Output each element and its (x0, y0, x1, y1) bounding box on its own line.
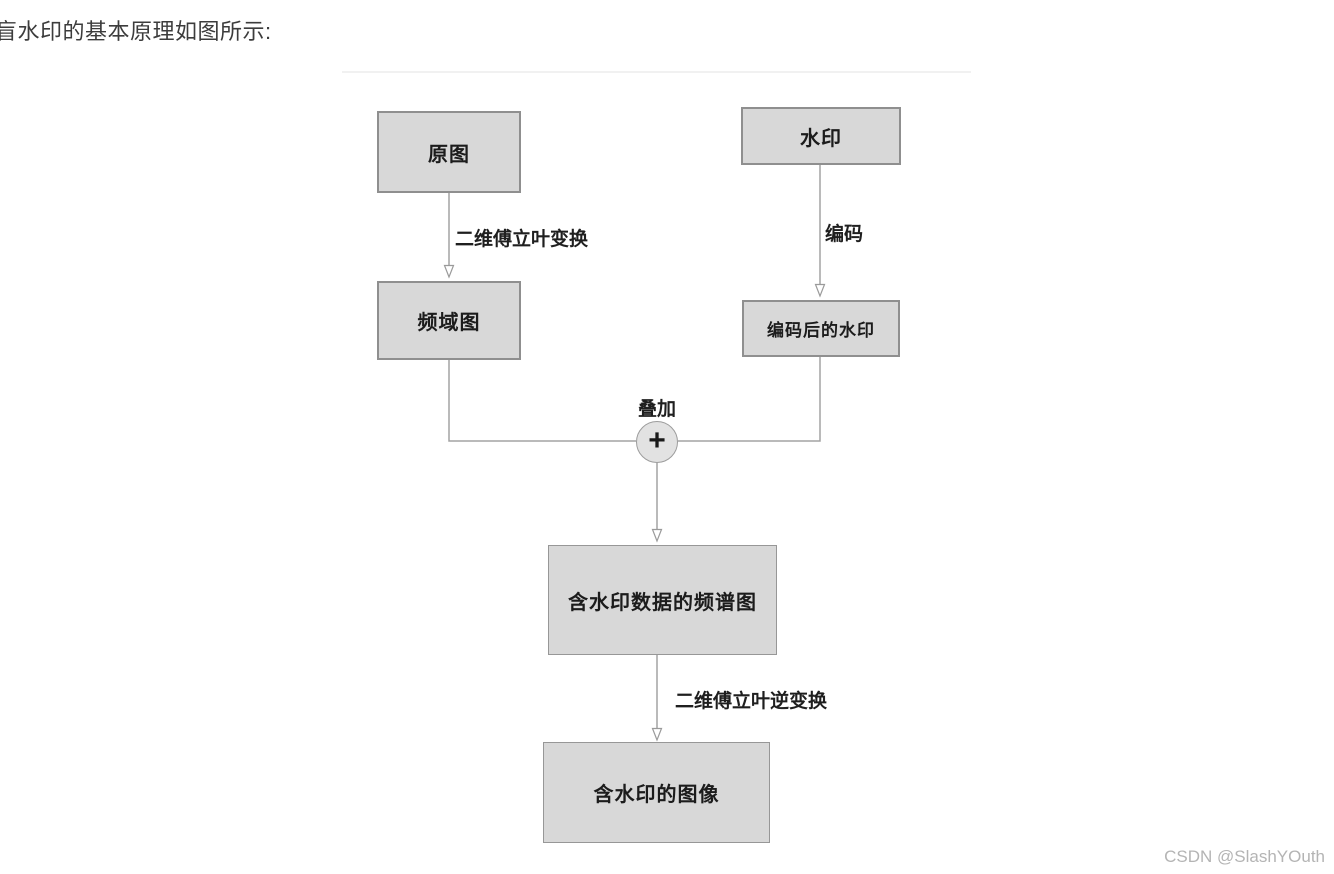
page-title: 盲水印的基本原理如图所示: (0, 19, 272, 44)
edge-spectrum-result-arrowhead (651, 727, 663, 742)
node-watermarked-spectrum: 含水印数据的频谱图 (548, 545, 777, 655)
node-watermark: 水印 (741, 107, 901, 165)
edge-label-inverse-fourier-transform: 二维傅立叶逆变换 (675, 691, 828, 712)
edge-watermark-encoded-arrowhead (814, 283, 826, 298)
node-original-image: 原图 (377, 111, 521, 193)
node-watermark-label: 水印 (800, 127, 842, 150)
node-encoded-watermark: 编码后的水印 (742, 300, 900, 357)
node-watermarked-image-label: 含水印的图像 (593, 784, 720, 806)
csdn-watermark: CSDN @SlashYOuth (1164, 847, 1325, 866)
edge-freq-plus-line (448, 360, 636, 442)
junction-caption-overlay: 叠加 (637, 399, 676, 420)
node-watermarked-image: 含水印的图像 (543, 742, 770, 843)
edge-plus-spectrum-arrowhead (651, 528, 663, 543)
top-divider-line (342, 71, 971, 73)
node-encoded-watermark-label: 编码后的水印 (767, 321, 875, 340)
node-original-image-label: 原图 (428, 143, 470, 166)
edge-original-freq-arrowhead (443, 264, 455, 279)
plus-symbol: + (648, 423, 666, 457)
node-frequency-domain-image-label: 频域图 (417, 312, 481, 334)
edge-label-encode: 编码 (825, 224, 864, 245)
edge-encoded-plus-line (678, 357, 821, 442)
node-frequency-domain-image: 频域图 (377, 281, 521, 360)
plus-junction-icon: + (636, 421, 678, 463)
edge-label-fourier-transform: 二维傅立叶变换 (455, 229, 589, 250)
node-watermarked-spectrum-label: 含水印数据的频谱图 (568, 591, 757, 614)
